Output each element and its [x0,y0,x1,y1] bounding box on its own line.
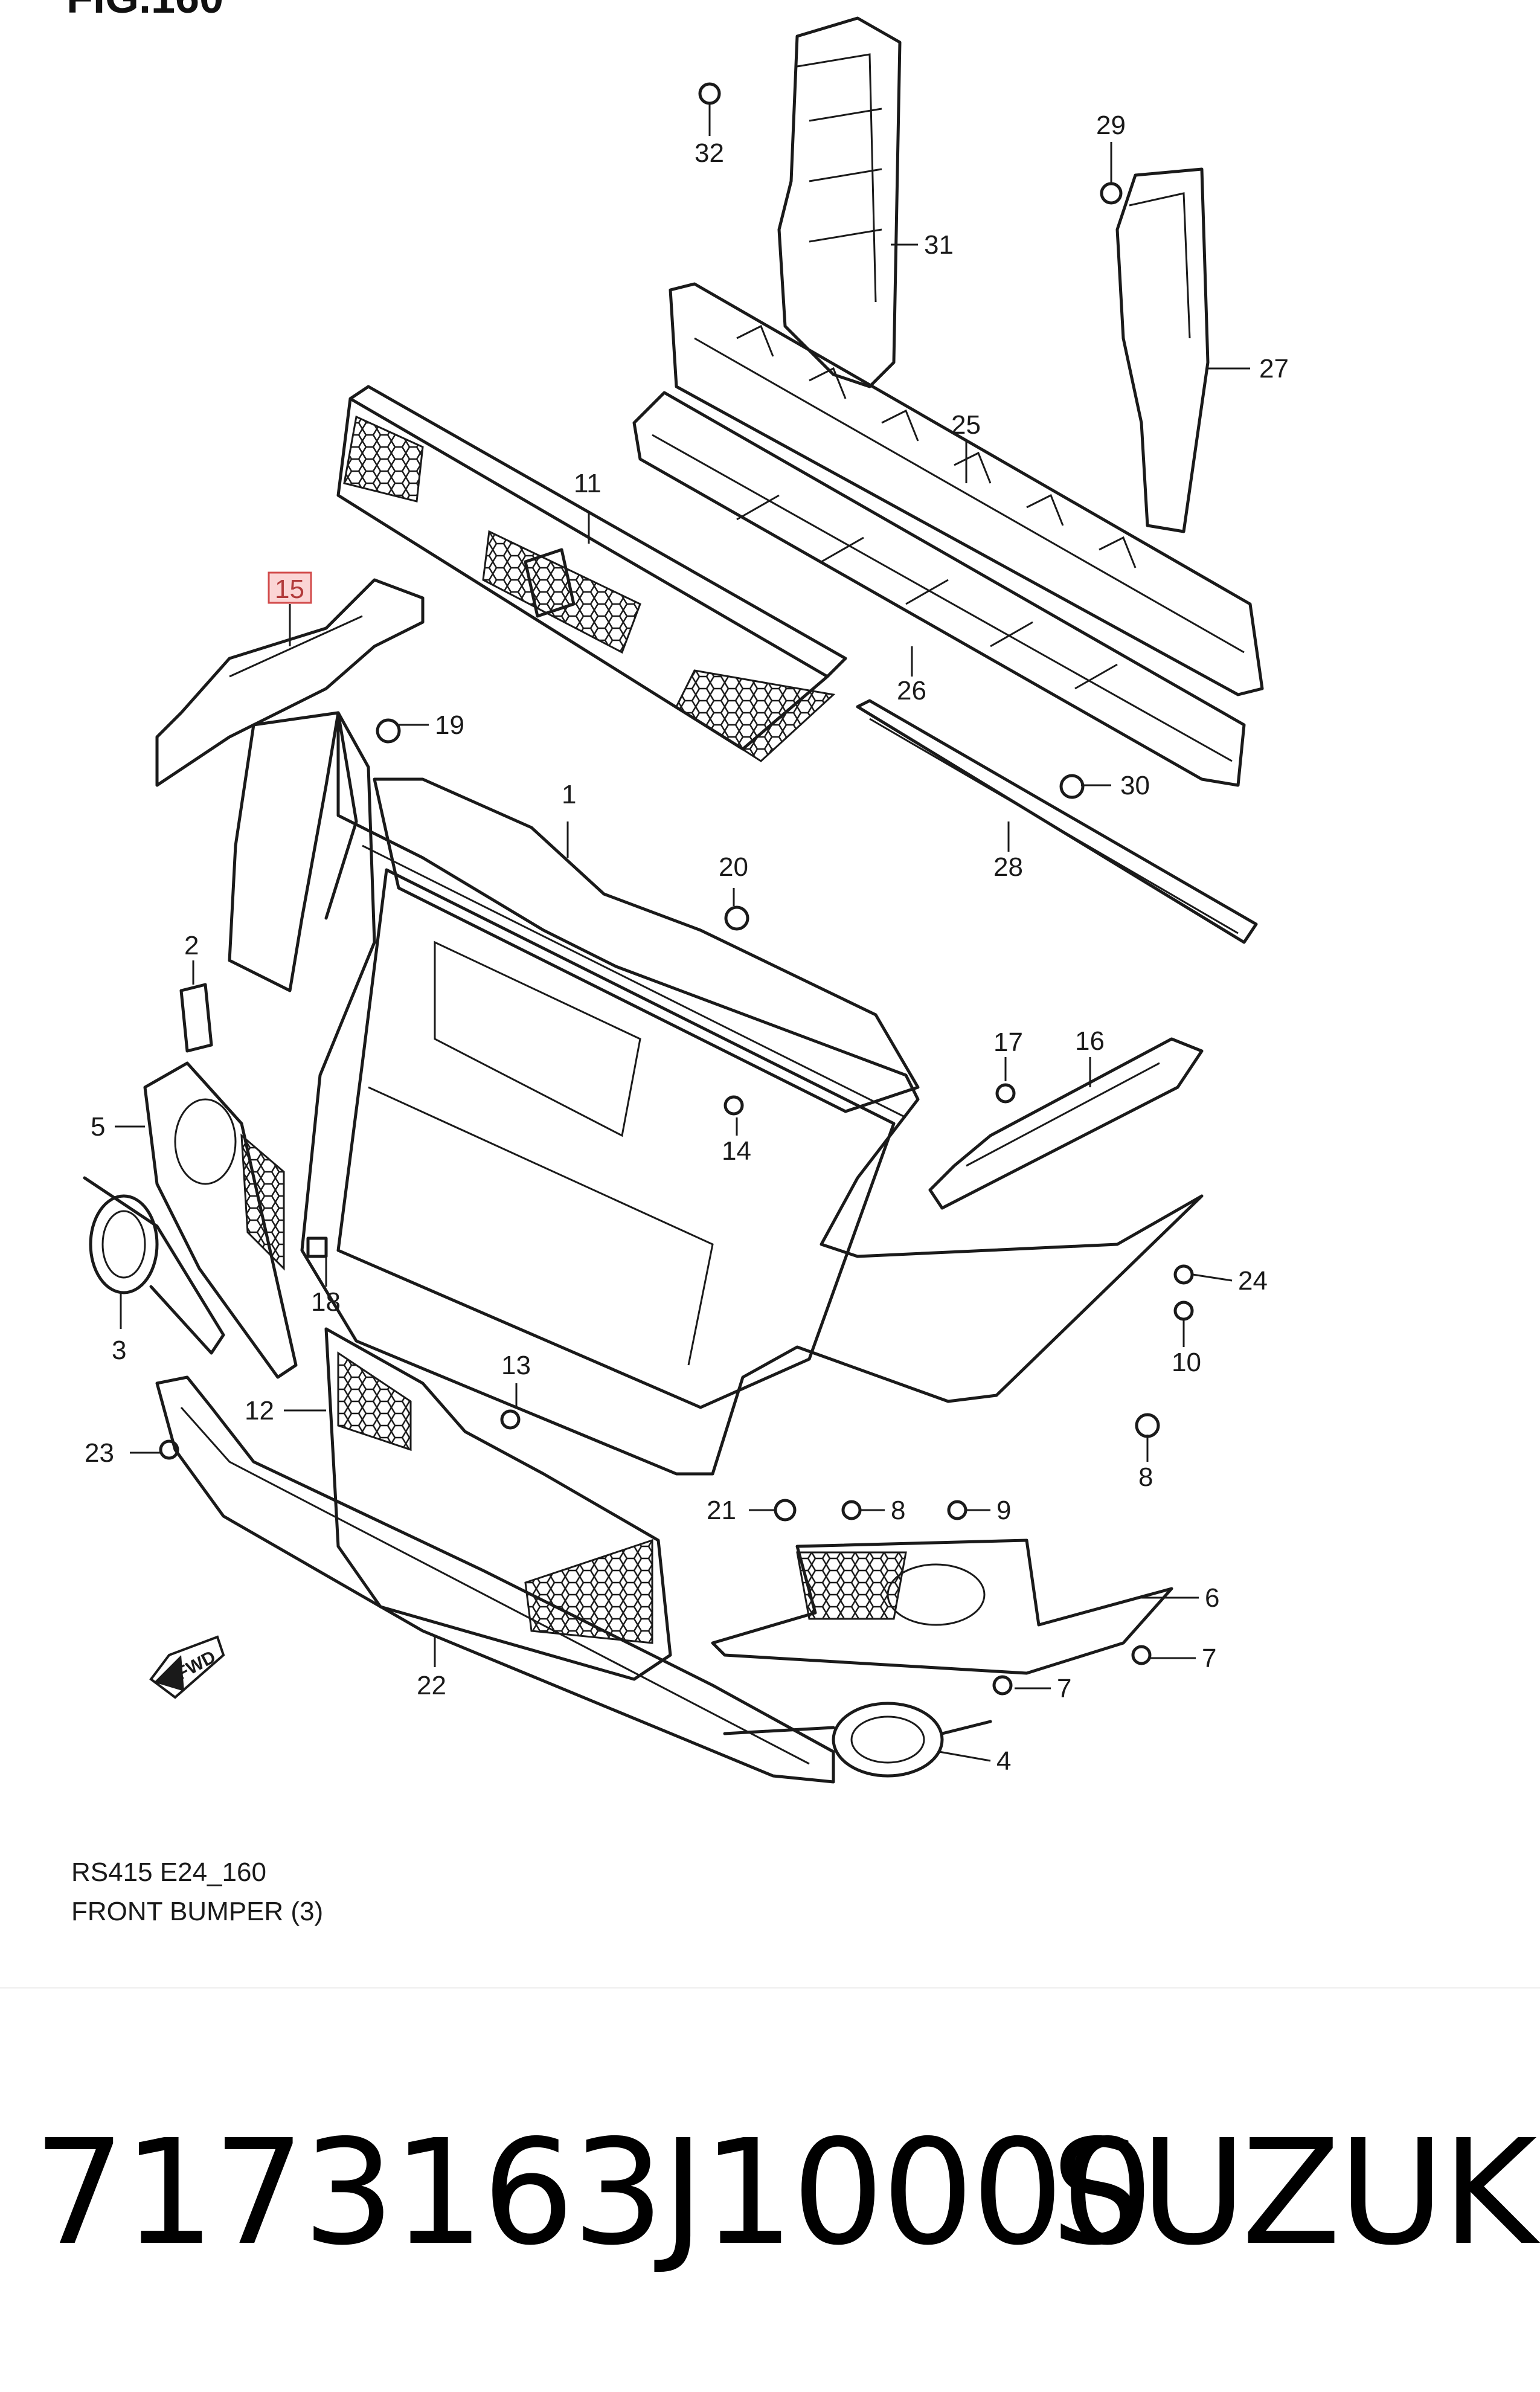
part-4-fog-cover [723,1702,992,1778]
callout-labels: 32 31 29 27 25 26 11 15 19 30 28 1 20 2 … [85,111,1289,1776]
callout-32: 32 [695,138,724,168]
part-25-absorber [669,282,1264,696]
leader-lines [115,103,1250,1762]
figure-code: RS415 E24_160 [71,1857,266,1887]
brand-name: SUZUKI [1051,2108,1540,2277]
callout-3: 3 [112,1336,126,1365]
callout-27: 27 [1259,354,1289,384]
callout-9: 9 [996,1496,1011,1525]
callout-19: 19 [435,710,464,740]
callout-30: 30 [1120,771,1150,800]
part-26-absorber [632,391,1246,787]
callout-23: 23 [85,1438,114,1468]
callout-17: 17 [993,1027,1023,1057]
part-27-side-bracket [1115,167,1210,533]
part-11-grille [336,385,847,762]
callout-20: 20 [719,852,748,882]
part-15-side-bracket [155,578,425,787]
part-16-side-bracket [928,1037,1204,1210]
callout-2: 2 [184,931,199,960]
callout-29: 29 [1096,111,1126,140]
callout-21: 21 [707,1496,736,1525]
callout-14: 14 [722,1136,751,1166]
fwd-arrow-icon: FWD [149,1635,225,1699]
parts-diagram: FWD [83,16,1289,1784]
part-28-strip [856,699,1258,944]
callout-13: 13 [501,1351,531,1380]
callout-7-a: 7 [1202,1644,1216,1673]
callout-31: 31 [924,230,954,260]
callout-10: 10 [1172,1348,1201,1377]
callout-4: 4 [996,1746,1011,1776]
callout-15: 15 [275,574,304,604]
part-6-lower-bezel [711,1538,1173,1675]
figure-title: FIG.160 [66,0,223,23]
callout-25: 25 [951,410,981,440]
callout-15-highlight [268,571,312,604]
callout-22: 22 [417,1671,446,1700]
callout-16: 16 [1075,1026,1105,1056]
fasteners [159,82,1194,1696]
callout-6: 6 [1205,1583,1219,1613]
callout-7-b: 7 [1057,1674,1071,1703]
part-1-bumper-cover [228,711,1204,1476]
callout-8-c: 8 [1138,1462,1153,1492]
callout-28: 28 [993,852,1023,882]
part-2-cap [179,983,213,1053]
callout-26: 26 [897,676,926,706]
part-5-fog-bezel [143,1061,298,1379]
callout-5: 5 [91,1112,105,1142]
part-31-upper-bracket [777,16,902,388]
callout-18: 18 [311,1287,341,1317]
part-22-lower-spoiler [155,1375,835,1784]
callout-1: 1 [562,780,576,809]
callout-11: 11 [574,469,602,498]
callout-24: 24 [1238,1266,1268,1296]
part-12-lower-grille [324,1327,672,1681]
part-number: 7173163J10000 [33,2108,1153,2277]
callout-12: 12 [245,1396,274,1426]
part-3-fog-cover [83,1176,225,1355]
figure-name: FRONT BUMPER (3) [71,1897,324,1926]
divider [0,1987,1540,1989]
callout-8-a: 8 [891,1496,905,1525]
